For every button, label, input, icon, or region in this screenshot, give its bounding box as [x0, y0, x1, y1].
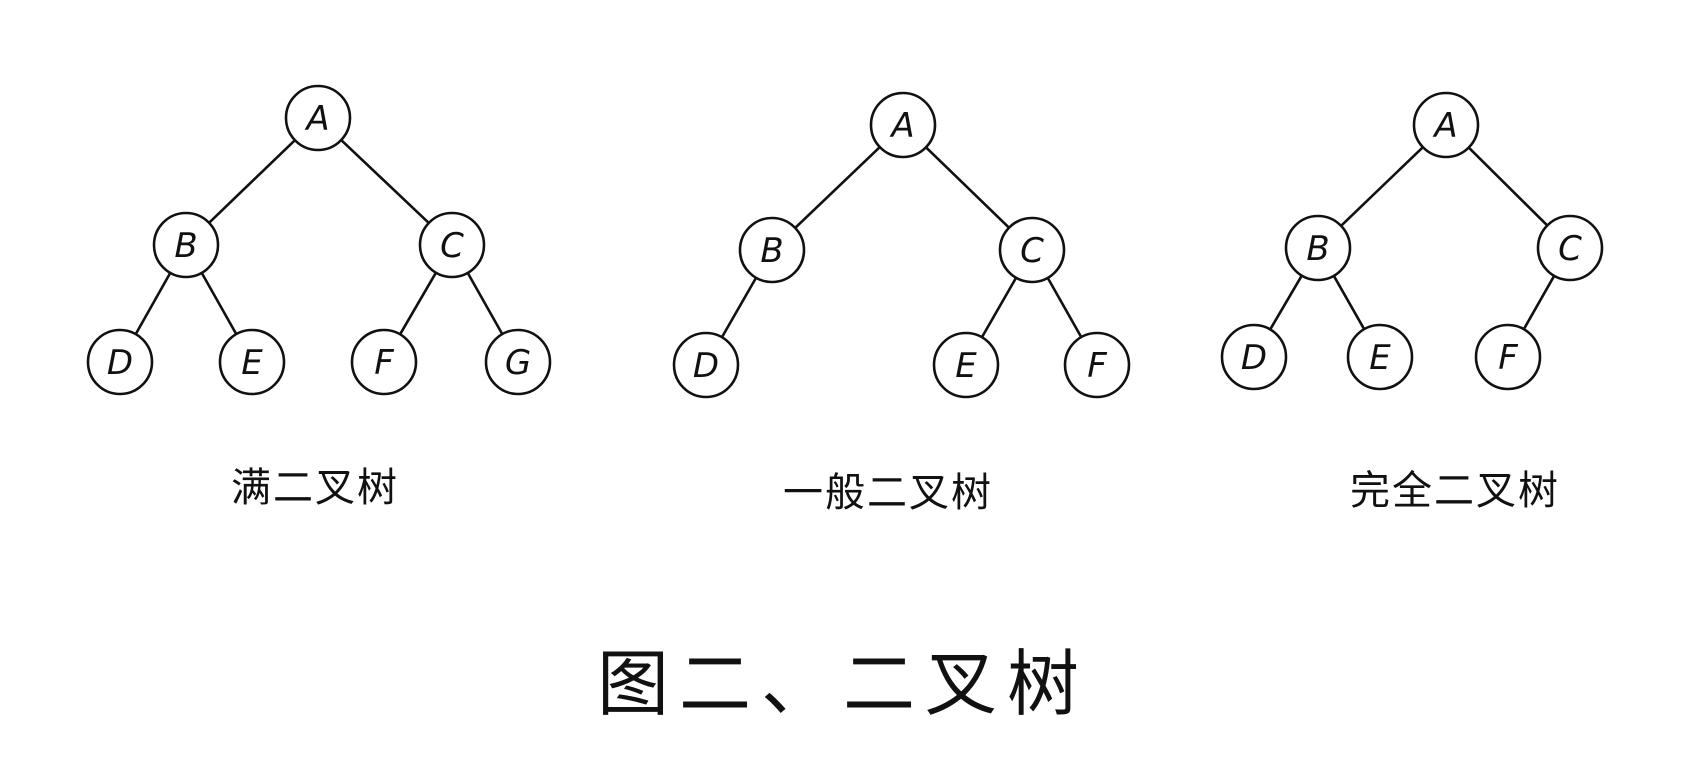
- node-circle: [152, 211, 220, 279]
- edge-c-f: [1046, 276, 1083, 339]
- node-circle: [1063, 331, 1131, 399]
- node-label: A: [304, 99, 329, 139]
- node-label: C: [1020, 231, 1044, 271]
- node-g: G: [484, 328, 552, 396]
- node-label: F: [1498, 338, 1518, 378]
- node-circle: [738, 216, 806, 284]
- node-circle: [1284, 214, 1352, 282]
- node-d: D: [1220, 323, 1288, 391]
- node-c: C: [998, 216, 1066, 284]
- node-a: A: [869, 91, 937, 159]
- node-circle: [869, 91, 937, 159]
- node-label: F: [1087, 346, 1107, 386]
- node-a: A: [1412, 91, 1480, 159]
- node-label: D: [1241, 338, 1267, 378]
- edge-b-d: [134, 271, 172, 336]
- edge-c-f: [398, 271, 438, 336]
- node-circle: [1220, 323, 1288, 391]
- complete-binary-tree-caption: 完全二叉树: [1350, 468, 1560, 514]
- node-label: B: [174, 226, 197, 266]
- node-circle: [1536, 214, 1604, 282]
- node-label: F: [374, 343, 394, 383]
- node-b: B: [738, 216, 806, 284]
- node-label: B: [1306, 229, 1329, 269]
- node-d: D: [672, 331, 740, 399]
- edge-a-b: [793, 145, 882, 230]
- edge-a-c: [924, 145, 1011, 230]
- node-circle: [672, 331, 740, 399]
- node-label: E: [241, 343, 263, 383]
- node-f: F: [350, 328, 418, 396]
- node-label: C: [440, 226, 464, 266]
- edge-a-b: [1339, 145, 1425, 228]
- node-circle: [1474, 323, 1542, 391]
- complete-binary-tree: A B C D E F: [1220, 91, 1604, 391]
- node-e: E: [218, 328, 286, 396]
- node-circle: [484, 328, 552, 396]
- node-circle: [86, 328, 154, 396]
- full-binary-tree: A B C D E F G: [86, 84, 552, 396]
- node-label: C: [1558, 229, 1582, 269]
- general-binary-tree: A B C D E F: [672, 91, 1131, 399]
- node-label: B: [760, 231, 783, 271]
- node-label: D: [107, 343, 133, 383]
- node-circle: [418, 211, 486, 279]
- figure-caption: 图二、二叉树: [596, 642, 1090, 726]
- node-label: E: [1369, 338, 1391, 378]
- edge-a-b: [207, 138, 297, 225]
- node-f: F: [1063, 331, 1131, 399]
- node-circle: [218, 328, 286, 396]
- node-label: A: [889, 106, 914, 146]
- node-f: F: [1474, 323, 1542, 391]
- node-label: A: [1432, 106, 1457, 146]
- node-label: D: [693, 346, 719, 386]
- edge-b-e: [200, 271, 238, 336]
- edge-b-d: [1268, 274, 1304, 331]
- node-circle: [932, 331, 1000, 399]
- edge-b-e: [1332, 274, 1366, 331]
- node-c: C: [418, 211, 486, 279]
- full-binary-tree-caption: 满二叉树: [231, 465, 399, 511]
- node-b: B: [152, 211, 220, 279]
- node-label: G: [505, 343, 531, 383]
- edge-c-g: [466, 271, 504, 336]
- node-circle: [998, 216, 1066, 284]
- node-circle: [1346, 323, 1414, 391]
- general-binary-tree-caption: 一般二叉树: [783, 470, 993, 516]
- edge-b-d: [720, 276, 758, 339]
- node-circle: [1412, 91, 1480, 159]
- edge-c-f: [1522, 274, 1556, 331]
- node-c: C: [1536, 214, 1604, 282]
- node-a: A: [284, 84, 352, 152]
- edge-a-c: [1467, 146, 1549, 227]
- node-label: E: [955, 346, 977, 386]
- node-e: E: [1346, 323, 1414, 391]
- edge-a-c: [339, 138, 431, 225]
- node-b: B: [1284, 214, 1352, 282]
- node-circle: [284, 84, 352, 152]
- node-circle: [350, 328, 418, 396]
- node-e: E: [932, 331, 1000, 399]
- node-d: D: [86, 328, 154, 396]
- edge-c-e: [980, 276, 1018, 339]
